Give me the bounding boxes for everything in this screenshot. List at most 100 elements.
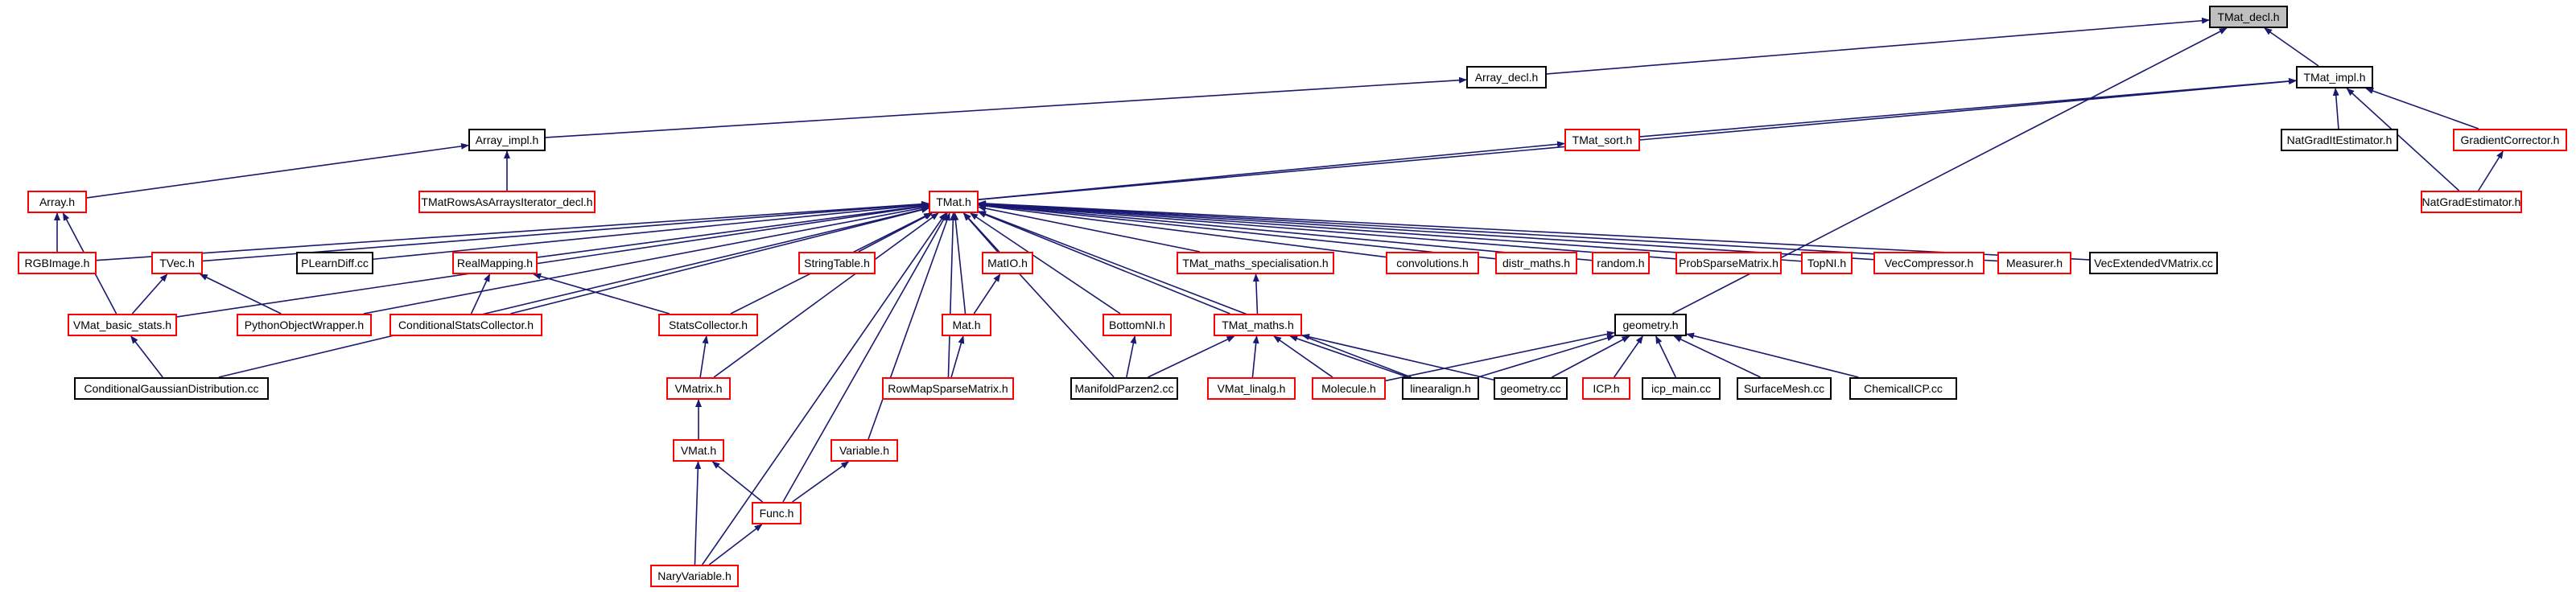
edge-measurer-to-tmat_h bbox=[978, 200, 1998, 262]
edge-realmapping-to-tmat_h bbox=[537, 203, 929, 258]
node-tmatrowsasarraysiterator-decl-h[interactable]: TMatRowsAsArraysIterator_decl.h bbox=[418, 191, 596, 213]
edge-icp_main-to-geometry_h bbox=[1655, 335, 1676, 378]
edge-veccompressor-to-tmat_h bbox=[978, 200, 1874, 261]
edge-natgradest-to-gradcorr bbox=[2478, 150, 2504, 191]
edge-func-to-vmat_h bbox=[711, 461, 764, 503]
edge-geometry_cc-to-geometry_h bbox=[1552, 335, 1630, 378]
node-vmat-basic-stats-h[interactable]: VMat_basic_stats.h bbox=[68, 314, 177, 336]
node-tvec-h[interactable]: TVec.h bbox=[151, 252, 203, 274]
edge-distr_maths-to-tmat_h bbox=[978, 202, 1496, 260]
edge-random-to-tmat_h bbox=[978, 201, 1593, 261]
edge-condstats-to-tmat_h bbox=[510, 207, 929, 314]
node-probsparsematrix-h[interactable]: ProbSparseMatrix.h bbox=[1675, 252, 1782, 274]
edge-tmat_impl-to-tmat_decl bbox=[2264, 27, 2319, 67]
edge-gradcorr-to-tmat_impl bbox=[2365, 88, 2479, 130]
node-realmapping-h[interactable]: RealMapping.h bbox=[452, 252, 538, 274]
node-rgbimage-h[interactable]: RGBImage.h bbox=[18, 252, 97, 274]
node-topni-h[interactable]: TopNI.h bbox=[1801, 252, 1853, 274]
node-linearalign-h[interactable]: linearalign.h bbox=[1402, 377, 1479, 400]
node-vmatrix-h[interactable]: VMatrix.h bbox=[666, 377, 731, 400]
edge-tmat_maths_spec-to-tmat_h bbox=[978, 205, 1201, 253]
node-tmat-h[interactable]: TMat.h bbox=[929, 191, 979, 213]
node-plearndiff-cc[interactable]: PLearnDiff.cc bbox=[296, 252, 373, 274]
node-natgradestimator-h[interactable]: NatGradEstimator.h bbox=[2421, 191, 2522, 213]
node-tmat-maths-specialisation-h[interactable]: TMat_maths_specialisation.h bbox=[1177, 252, 1334, 274]
node-gradientcorrector-h[interactable]: GradientCorrector.h bbox=[2453, 129, 2567, 151]
edge-func-to-tmat_h bbox=[782, 212, 948, 503]
edge-tmat_h-to-tmat_sort bbox=[978, 141, 1565, 200]
node-matio-h[interactable]: MatIO.h bbox=[982, 252, 1033, 274]
node-mat-h[interactable]: Mat.h bbox=[942, 314, 991, 336]
edge-vmatrix-to-tmat_h bbox=[713, 212, 939, 378]
edge-natgradest-to-tmat_impl bbox=[2346, 88, 2460, 191]
edge-condgauss-to-vmat_basic bbox=[130, 335, 163, 378]
node-array-impl-h[interactable]: Array_impl.h bbox=[468, 129, 546, 151]
node-tmat-sort-h[interactable]: TMat_sort.h bbox=[1564, 129, 1640, 151]
node-variable-h[interactable]: Variable.h bbox=[831, 439, 898, 462]
node-vmat-linalg-h[interactable]: VMat_linalg.h bbox=[1207, 377, 1296, 400]
node-vmat-h[interactable]: VMat.h bbox=[673, 439, 724, 462]
edge-rowmapsparse-to-mat_h bbox=[950, 335, 965, 378]
node-rowmapsparsematrix-h[interactable]: RowMapSparseMatrix.h bbox=[882, 377, 1014, 400]
edge-func-to-variable bbox=[792, 461, 850, 503]
node-icp-h[interactable]: ICP.h bbox=[1582, 377, 1630, 400]
edge-linearalign-to-geometry_h bbox=[1478, 335, 1615, 378]
edge-topni-to-tmat_h bbox=[978, 200, 1802, 262]
node-conditionalgaussiandistribution-cc[interactable]: ConditionalGaussianDistribution.cc bbox=[74, 377, 269, 400]
edge-molecule-to-tmat_maths bbox=[1273, 335, 1333, 378]
edge-vmat_basic-to-tmat_h bbox=[176, 203, 929, 318]
node-geometry-cc[interactable]: geometry.cc bbox=[1494, 377, 1568, 400]
node-surfacemesh-cc[interactable]: SurfaceMesh.cc bbox=[1737, 377, 1832, 400]
edge-vecextended-to-tmat_h bbox=[978, 200, 2090, 261]
node-tmat-impl-h[interactable]: TMat_impl.h bbox=[2296, 66, 2373, 88]
edge-icp_h-to-geometry_h bbox=[1614, 335, 1643, 378]
node-manifoldparzen2-cc[interactable]: ManifoldParzen2.cc bbox=[1070, 377, 1178, 400]
edge-pyobjwrap-to-tmat_h bbox=[363, 204, 929, 314]
edge-mat_h-to-tmat_h bbox=[952, 212, 967, 314]
node-func-h[interactable]: Func.h bbox=[752, 502, 802, 524]
node-naryvariable-h[interactable]: NaryVariable.h bbox=[650, 565, 739, 587]
node-stringtable-h[interactable]: StringTable.h bbox=[798, 252, 876, 274]
node-bottomni-h[interactable]: BottomNI.h bbox=[1103, 314, 1172, 336]
edge-condstats-to-realmapping bbox=[470, 273, 491, 314]
node-icp-main-cc[interactable]: icp_main.cc bbox=[1642, 377, 1721, 400]
node-measurer-h[interactable]: Measurer.h bbox=[1997, 252, 2071, 274]
edge-tvec-to-tmat_h bbox=[202, 201, 929, 262]
node-veccompressor-h[interactable]: VecCompressor.h bbox=[1873, 252, 1985, 274]
node-statscollector-h[interactable]: StatsCollector.h bbox=[658, 314, 758, 336]
node-pythonobjectwrapper-h[interactable]: PythonObjectWrapper.h bbox=[237, 314, 372, 336]
node-natgraditestimator-h[interactable]: NatGradItEstimator.h bbox=[2281, 129, 2398, 151]
edge-manifoldparzen-to-tmat_maths bbox=[1148, 335, 1235, 378]
edge-vmat_basic-to-tvec bbox=[131, 273, 168, 314]
edge-naryvariable-to-tmat_h bbox=[702, 212, 946, 565]
node-distr-maths-h[interactable]: distr_maths.h bbox=[1495, 252, 1577, 274]
node-tmat-decl-h[interactable]: TMat_decl.h bbox=[2209, 6, 2288, 28]
node-geometry-h[interactable]: geometry.h bbox=[1614, 314, 1687, 336]
edge-tmat_maths-to-tmat_maths_spec bbox=[1252, 273, 1259, 314]
node-convolutions-h[interactable]: convolutions.h bbox=[1386, 252, 1479, 274]
node-array-decl-h[interactable]: Array_decl.h bbox=[1466, 66, 1547, 88]
edge-surfacemesh-to-geometry_h bbox=[1673, 335, 1761, 378]
node-vecextendedvmatrix-cc[interactable]: VecExtendedVMatrix.cc bbox=[2089, 252, 2218, 274]
edge-natgradit-to-tmat_impl bbox=[2332, 88, 2339, 130]
edge-rowmapsparse-to-tmat_h bbox=[947, 212, 957, 378]
edge-linearalign-to-tmat_h bbox=[978, 211, 1412, 378]
edge-naryvariable-to-vmat_h bbox=[694, 461, 702, 565]
node-molecule-h[interactable]: Molecule.h bbox=[1312, 377, 1386, 400]
edge-manifoldparzen-to-tmat_h bbox=[963, 212, 1115, 378]
edge-statscoll-to-realmapping bbox=[533, 273, 670, 314]
node-chemicalicp-cc[interactable]: ChemicalICP.cc bbox=[1849, 377, 1957, 400]
edge-vmatrix-to-statscoll bbox=[699, 335, 709, 378]
node-tmat-maths-h[interactable]: TMat_maths.h bbox=[1214, 314, 1302, 336]
edge-array_impl-to-array_decl bbox=[545, 76, 1467, 138]
edge-chemicalicp-to-geometry_h bbox=[1686, 332, 1859, 378]
node-array-h[interactable]: Array.h bbox=[27, 191, 87, 213]
edge-tmat_sort-to-tmat_impl bbox=[1639, 77, 2297, 138]
edge-molecule-to-geometry_h bbox=[1385, 331, 1615, 382]
edge-pyobjwrap-to-tvec bbox=[199, 273, 282, 314]
node-conditionalstatscollector-h[interactable]: ConditionalStatsCollector.h bbox=[389, 314, 542, 336]
node-random-h[interactable]: random.h bbox=[1592, 252, 1650, 274]
edge-mat_h-to-matio bbox=[973, 273, 1001, 314]
